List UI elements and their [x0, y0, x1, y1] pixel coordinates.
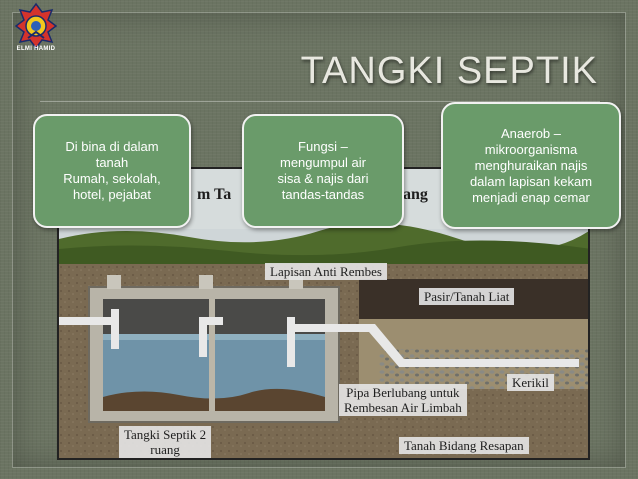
diagram-title-fragment-left: m Ta — [197, 186, 232, 203]
label-anti-rembes: Lapisan Anti Rembes — [265, 263, 387, 280]
slide-frame — [12, 12, 626, 468]
label-pipa-berlubang: Pipa Berlubang untuk Rembesan Air Limbah — [339, 384, 467, 416]
callout-anaerobic: Anaerob – mikroorganisma menghuraikan na… — [441, 102, 621, 229]
callout-function-text: Fungsi – mengumpul air sisa & najis dari… — [277, 139, 369, 202]
diagram-title-fragment-right: ang — [403, 186, 428, 203]
title-divider — [40, 101, 600, 102]
callout-location-text: Di bina di dalam tanah Rumah, sekolah, h… — [63, 139, 161, 202]
callout-anaerobic-text: Anaerob – mikroorganisma menghuraikan na… — [469, 125, 593, 205]
callout-location: Di bina di dalam tanah Rumah, sekolah, h… — [33, 114, 191, 228]
label-kerikil: Kerikil — [507, 374, 554, 391]
page-title: TANGKI SEPTIK — [300, 50, 598, 92]
label-tangki-septik: Tangki Septik 2 ruang — [119, 426, 212, 458]
logo-text: ELMI HAMID — [16, 46, 56, 52]
emblem-logo — [14, 2, 58, 50]
label-pasir-tanah-liat: Pasir/Tanah Liat — [419, 288, 515, 305]
callout-function: Fungsi – mengumpul air sisa & najis dari… — [242, 114, 404, 228]
label-tanah-bidang-resapan: Tanah Bidang Resapan — [399, 437, 529, 454]
